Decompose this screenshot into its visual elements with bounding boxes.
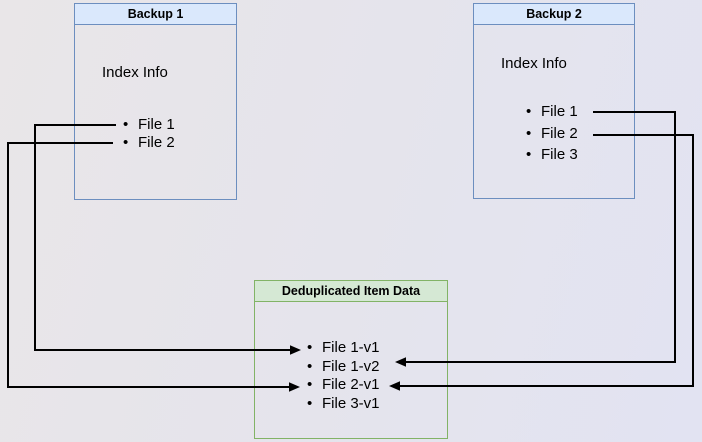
list-item: File 1 — [123, 116, 175, 134]
list-item: File 2 — [526, 123, 578, 145]
backup1-index-info-label: Index Info — [102, 64, 168, 81]
list-item: File 1-v1 — [307, 339, 380, 358]
list-item: File 1 — [526, 101, 578, 123]
backup1-box: Backup 1 Index Info File 1 File 2 — [74, 3, 237, 200]
dedup-title: Deduplicated Item Data — [281, 284, 421, 298]
list-item: File 2-v1 — [307, 376, 380, 395]
backup2-box: Backup 2 Index Info File 1 File 2 File 3 — [473, 3, 635, 199]
dedup-file-list: File 1-v1 File 1-v2 File 2-v1 File 3-v1 — [307, 339, 380, 413]
backup1-header: Backup 1 — [75, 4, 236, 25]
backup2-title: Backup 2 — [526, 7, 582, 21]
backup2-file-list: File 1 File 2 File 3 — [526, 101, 578, 166]
dedup-box: Deduplicated Item Data File 1-v1 File 1-… — [254, 280, 448, 439]
backup2-index-info-label: Index Info — [501, 55, 567, 72]
backup1-file-list: File 1 File 2 — [123, 116, 175, 152]
list-item: File 3 — [526, 144, 578, 166]
backup1-title: Backup 1 — [127, 7, 184, 21]
dedup-header: Deduplicated Item Data — [255, 281, 447, 302]
backup2-header: Backup 2 — [474, 4, 634, 25]
list-item: File 3-v1 — [307, 395, 380, 414]
list-item: File 2 — [123, 134, 175, 152]
list-item: File 1-v2 — [307, 358, 380, 377]
